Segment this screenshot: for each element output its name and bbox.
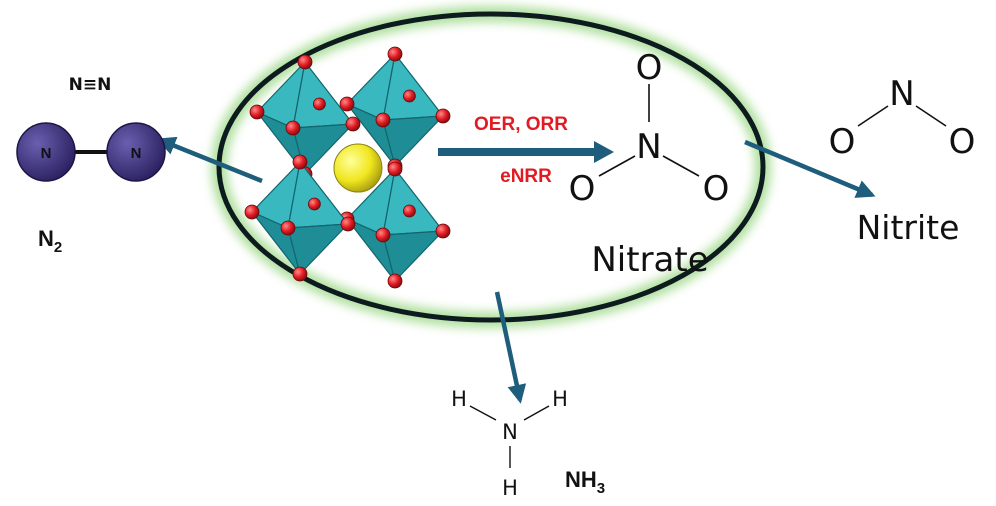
nitrite-structure: N O O Nitrite <box>829 74 976 247</box>
nitrate-name: Nitrate <box>591 240 708 280</box>
nh3-name-subscript: 3 <box>597 480 605 497</box>
n2-name: N2 <box>38 226 62 256</box>
oxygen-atom <box>244 204 260 220</box>
nitrite-name: Nitrite <box>857 208 960 247</box>
oxygen-atom <box>249 104 265 120</box>
catalyst-ellipse <box>211 6 771 328</box>
nitrate-o-right: O <box>703 169 730 209</box>
oxygen-atom <box>387 273 403 289</box>
a-site-cation <box>333 143 383 193</box>
oxygen-atom <box>280 220 296 236</box>
n2-atom-right <box>106 122 166 182</box>
nh3-name: NH3 <box>565 467 605 497</box>
nitrate-o-left: O <box>569 169 596 209</box>
oxygen-atom <box>297 54 313 70</box>
oxygen-atom <box>387 161 403 177</box>
nh3-h-bottom: H <box>502 476 518 500</box>
octahedron-face <box>382 230 444 282</box>
n2-atom-left-label: N <box>41 145 52 162</box>
oxygen-atom <box>435 108 451 124</box>
n2-atom-right-label: N <box>131 145 142 162</box>
octahedron-face <box>382 115 444 167</box>
reaction-label-oer-orr: OER, ORR <box>474 114 568 135</box>
oxygen-atom <box>339 96 355 112</box>
nitrate-o-top: O <box>636 48 663 88</box>
oxygen-atom <box>402 89 416 103</box>
nitrate-structure: O N O O Nitrate <box>569 48 730 280</box>
oxygen-atom <box>307 197 321 211</box>
octahedron-face <box>292 123 354 175</box>
nitrite-o-right: O <box>949 122 976 162</box>
oxygen-atom <box>387 46 403 62</box>
oxygen-atom <box>292 266 308 282</box>
oxygen-atom <box>285 120 301 136</box>
reaction-label-enrr: eNRR <box>500 166 552 187</box>
oxygen-atom <box>345 116 361 132</box>
nh3-n: N <box>502 420 518 444</box>
oxygen-atom <box>435 223 451 239</box>
nh3-name-main: NH <box>565 467 597 492</box>
n2-atom-left <box>16 122 76 182</box>
oxygen-atom <box>375 112 391 128</box>
oxygen-atom <box>292 154 308 170</box>
oxygen-atom <box>375 227 391 243</box>
oxygen-atom <box>402 204 416 218</box>
nh3-h-right: H <box>552 387 568 411</box>
oxygen-atom <box>312 97 326 111</box>
nitrite-o-left: O <box>829 122 856 162</box>
nitrate-n: N <box>636 127 661 167</box>
ammonia-structure: H H N H NH3 <box>451 387 605 500</box>
n2-triple-bond-formula: N≡N <box>69 75 112 95</box>
arrow-to-n2 <box>156 136 263 184</box>
perovskite-structure <box>244 46 451 289</box>
n2-molecule: N≡N N N N2 <box>16 75 166 256</box>
oxygen-atom <box>340 216 356 232</box>
octahedron-face <box>287 223 349 275</box>
nitrite-n: N <box>889 74 914 114</box>
nh3-h-left: H <box>451 387 467 411</box>
arrow-to-nitrite <box>744 139 876 198</box>
reaction-arrow <box>438 141 614 163</box>
n2-name-main: N <box>38 226 54 251</box>
arrow-to-ammonia <box>494 291 527 404</box>
n2-name-subscript: 2 <box>54 239 62 256</box>
